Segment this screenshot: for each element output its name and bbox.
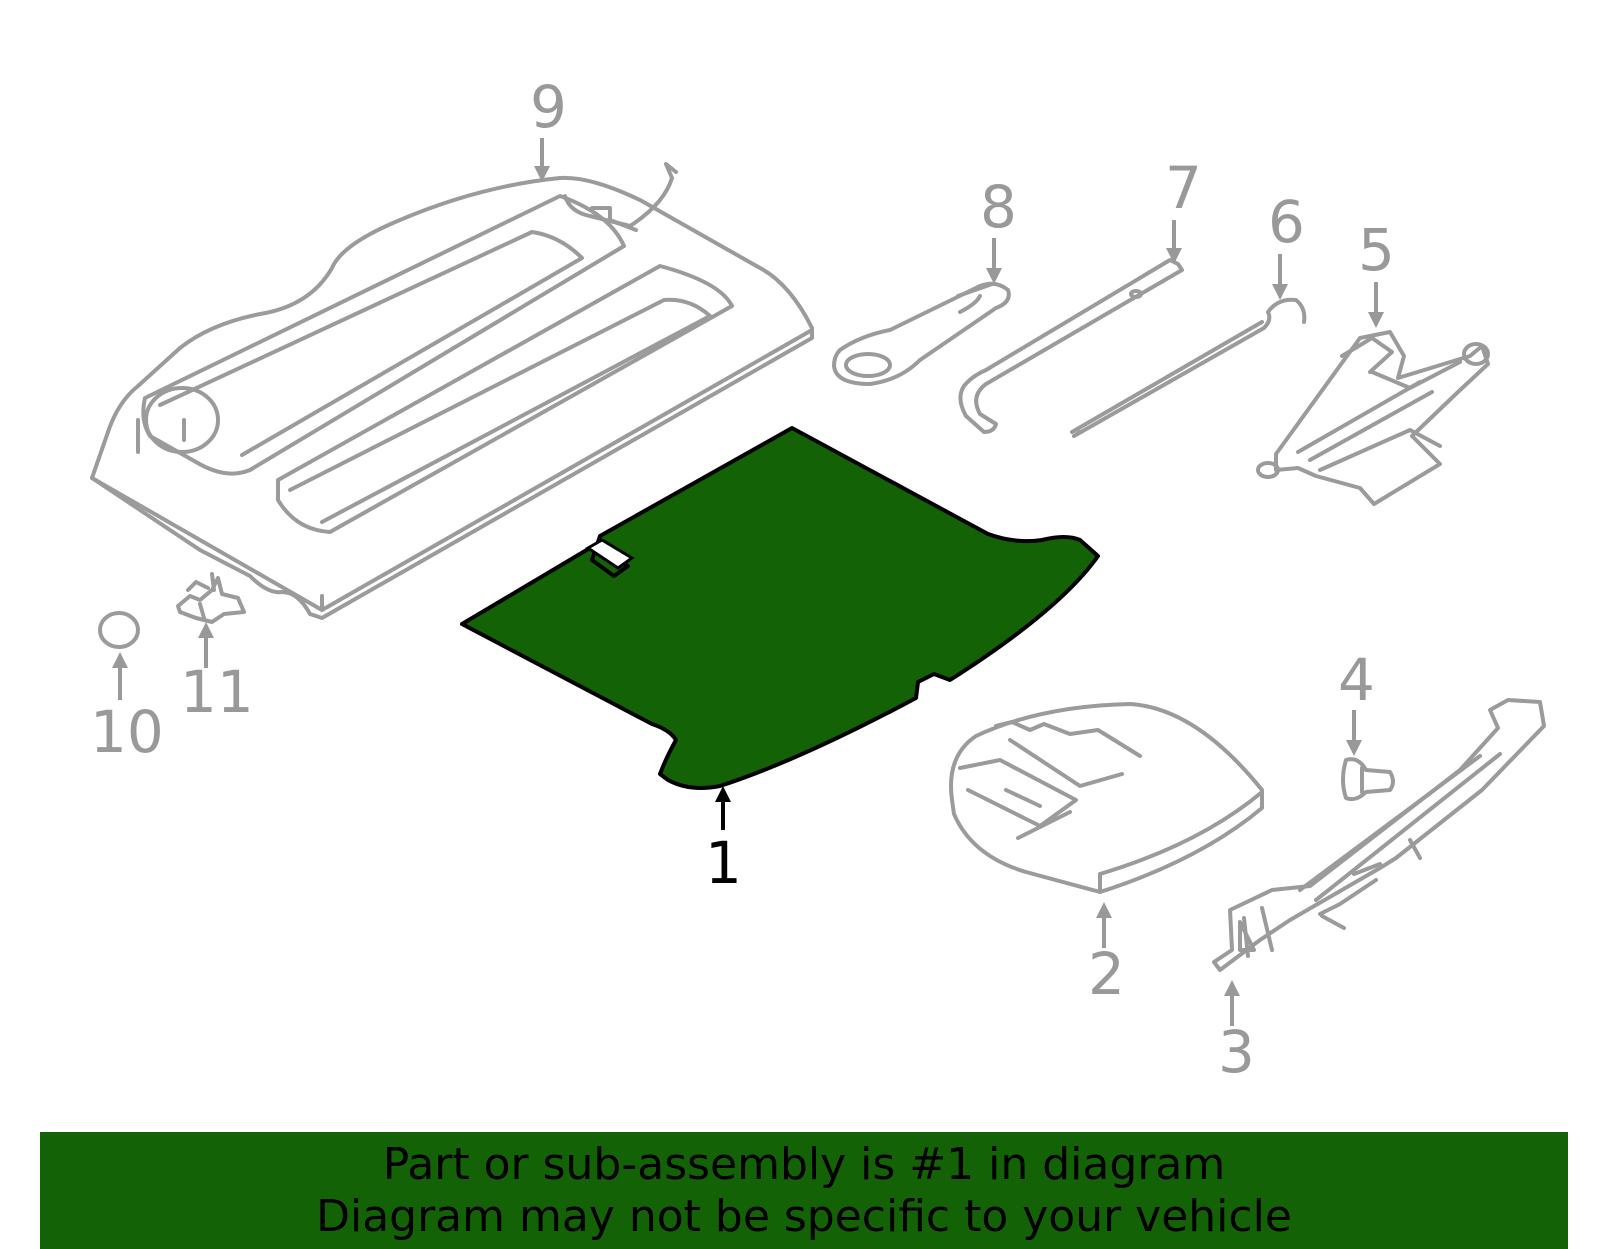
arrow-10 — [112, 652, 128, 700]
callout-2: 2 — [1088, 940, 1125, 1008]
callout-1: 1 — [705, 829, 742, 897]
callout-6: 6 — [1268, 188, 1305, 256]
part-1-cargo-floor-mat — [460, 426, 1100, 790]
arrow-3 — [1224, 980, 1240, 1026]
arrow-4 — [1346, 710, 1362, 756]
part-1-shape — [460, 426, 1100, 790]
part-3-sill-plate — [1212, 698, 1546, 972]
arrow-7 — [1166, 220, 1182, 264]
part-8-tow-hook — [832, 281, 1011, 386]
callout-11: 11 — [180, 658, 254, 726]
part-6-jack-handle — [1070, 297, 1307, 438]
part-notice-banner: Part or sub-assembly is #1 in diagram Di… — [40, 1132, 1568, 1249]
callout-7: 7 — [1165, 154, 1202, 222]
arrow-11 — [198, 622, 214, 668]
arrow-2 — [1096, 902, 1112, 948]
arrow-5 — [1368, 282, 1384, 328]
callout-8: 8 — [980, 173, 1017, 241]
part-11-clip — [176, 572, 246, 624]
part-7-lug-wrench — [958, 258, 1184, 434]
part-9-package-tray — [90, 162, 814, 620]
part-2-tool-tray — [949, 702, 1264, 894]
arrow-6 — [1272, 254, 1288, 300]
callout-10: 10 — [90, 698, 164, 766]
part-5-scissor-jack — [1256, 330, 1490, 506]
arrow-1 — [715, 786, 731, 830]
callout-4: 4 — [1338, 646, 1375, 714]
banner-line-2: Diagram may not be specific to your vehi… — [316, 1190, 1292, 1242]
callout-9: 9 — [530, 73, 567, 141]
callout-5: 5 — [1358, 216, 1395, 284]
part-10-grommet — [98, 611, 140, 649]
callout-3: 3 — [1218, 1018, 1255, 1086]
arrow-8 — [986, 238, 1002, 284]
banner-line-1: Part or sub-assembly is #1 in diagram — [382, 1138, 1226, 1190]
arrow-9 — [534, 138, 550, 182]
part-4-screw — [1341, 757, 1395, 802]
